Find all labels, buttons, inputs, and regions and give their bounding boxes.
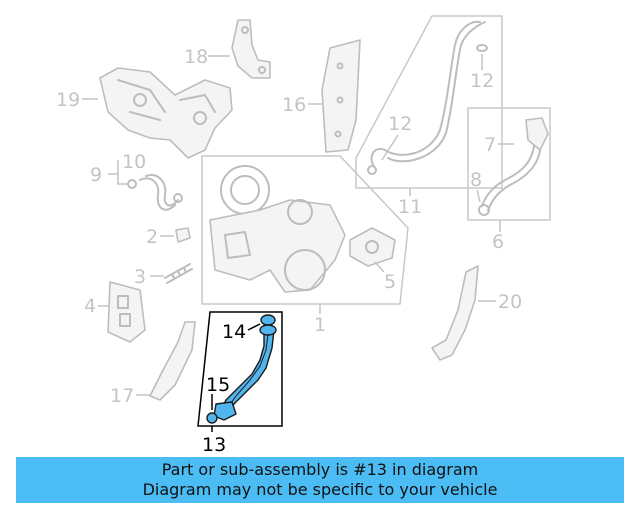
part-2-plug [175, 227, 191, 243]
group-1-box [201, 155, 409, 305]
callout-3: 3 [134, 266, 146, 288]
part-20-bracket [431, 265, 479, 361]
part-3-stud [164, 263, 193, 284]
parts-diagram: 19 18 16 12 12 11 7 8 6 [56, 15, 551, 455]
banner-line-1: Part or sub-assembly is #13 in diagram [161, 460, 479, 479]
callout-15: 15 [206, 374, 230, 396]
callout-11: 11 [398, 196, 422, 218]
callout-1: 1 [314, 314, 326, 336]
part-13-highlighted-hose [206, 314, 277, 424]
disclaimer-banner: Part or sub-assembly is #13 in diagram D… [16, 457, 624, 503]
part-5-actuator [349, 227, 396, 267]
part-4-gasket [107, 281, 146, 343]
banner-line-2: Diagram may not be specific to your vehi… [142, 480, 498, 499]
group-13-box [197, 311, 283, 427]
callout-4: 4 [84, 295, 96, 317]
part-9-10-hose [127, 174, 183, 211]
part-19-exhaust-manifold [99, 67, 233, 159]
callout-12b: 12 [388, 113, 412, 135]
callout-12a: 12 [470, 70, 494, 92]
callout-7: 7 [484, 134, 496, 156]
part-18-bracket [231, 19, 271, 79]
part-1-turbocharger [209, 165, 346, 293]
callout-5: 5 [384, 271, 396, 293]
part-17-bracket [149, 321, 196, 401]
callout-9: 9 [90, 164, 102, 186]
part-7-8-coolant-line [478, 117, 549, 216]
callout-13: 13 [202, 434, 226, 455]
callout-2: 2 [146, 226, 158, 248]
callout-18: 18 [184, 46, 208, 68]
callout-16: 16 [282, 94, 306, 116]
callout-17: 17 [110, 385, 134, 407]
part-12-oil-line [367, 20, 488, 175]
group-11-box [355, 15, 503, 189]
callout-6: 6 [492, 231, 504, 253]
callout-10: 10 [122, 151, 146, 173]
callout-8: 8 [470, 169, 482, 191]
part-16-heat-shield [321, 39, 361, 153]
callout-20: 20 [498, 291, 522, 313]
callout-19: 19 [56, 89, 80, 111]
callout-14: 14 [222, 321, 246, 343]
group-6-box [467, 107, 551, 221]
